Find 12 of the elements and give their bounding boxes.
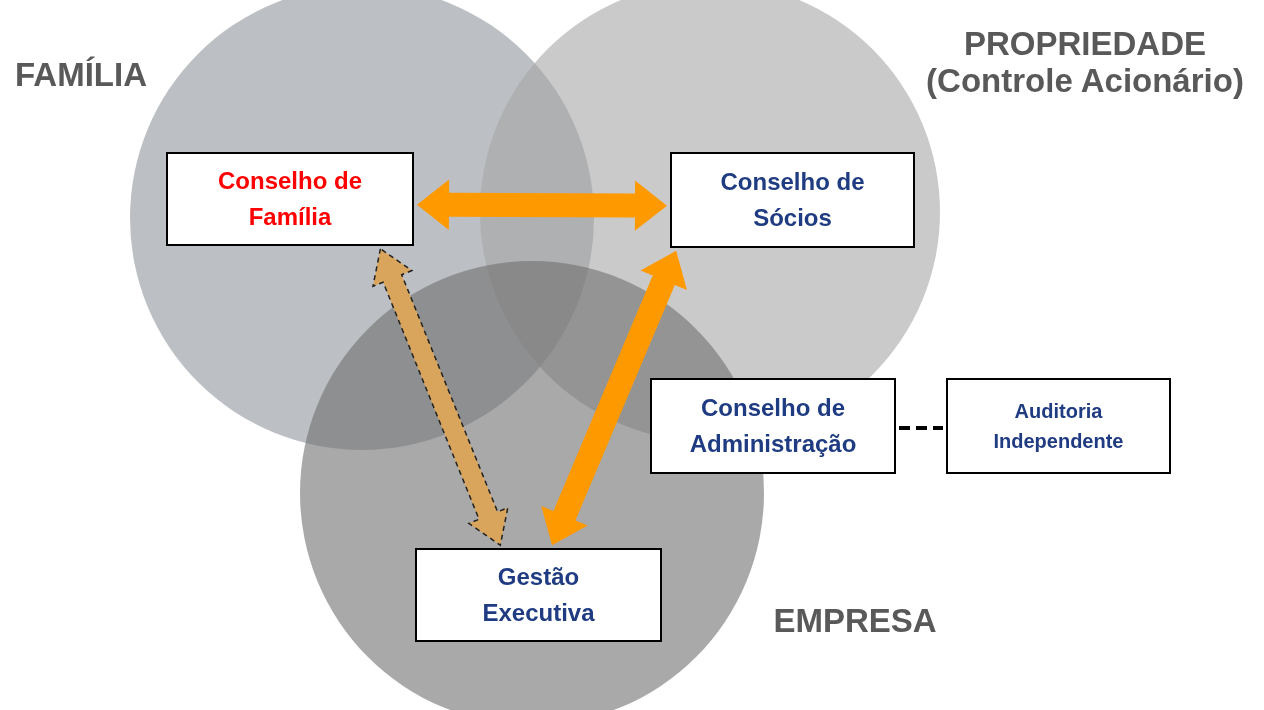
circle-label: EMPRESA <box>772 602 938 639</box>
council-box: Conselho de Sócios <box>670 152 915 248</box>
council-box: Gestão Executiva <box>415 548 662 642</box>
double-arrow <box>541 250 687 546</box>
council-box: Conselho de Família <box>166 152 414 246</box>
connector-line <box>899 425 943 430</box>
council-box: Conselho de Administração <box>650 378 896 474</box>
double-arrow <box>417 179 667 231</box>
circle-label: PROPRIEDADE (Controle Acionário) <box>925 25 1245 99</box>
council-box: Auditoria Independente <box>946 378 1171 474</box>
circle-label: FAMÍLIA <box>14 56 148 93</box>
double-arrow <box>371 247 509 547</box>
